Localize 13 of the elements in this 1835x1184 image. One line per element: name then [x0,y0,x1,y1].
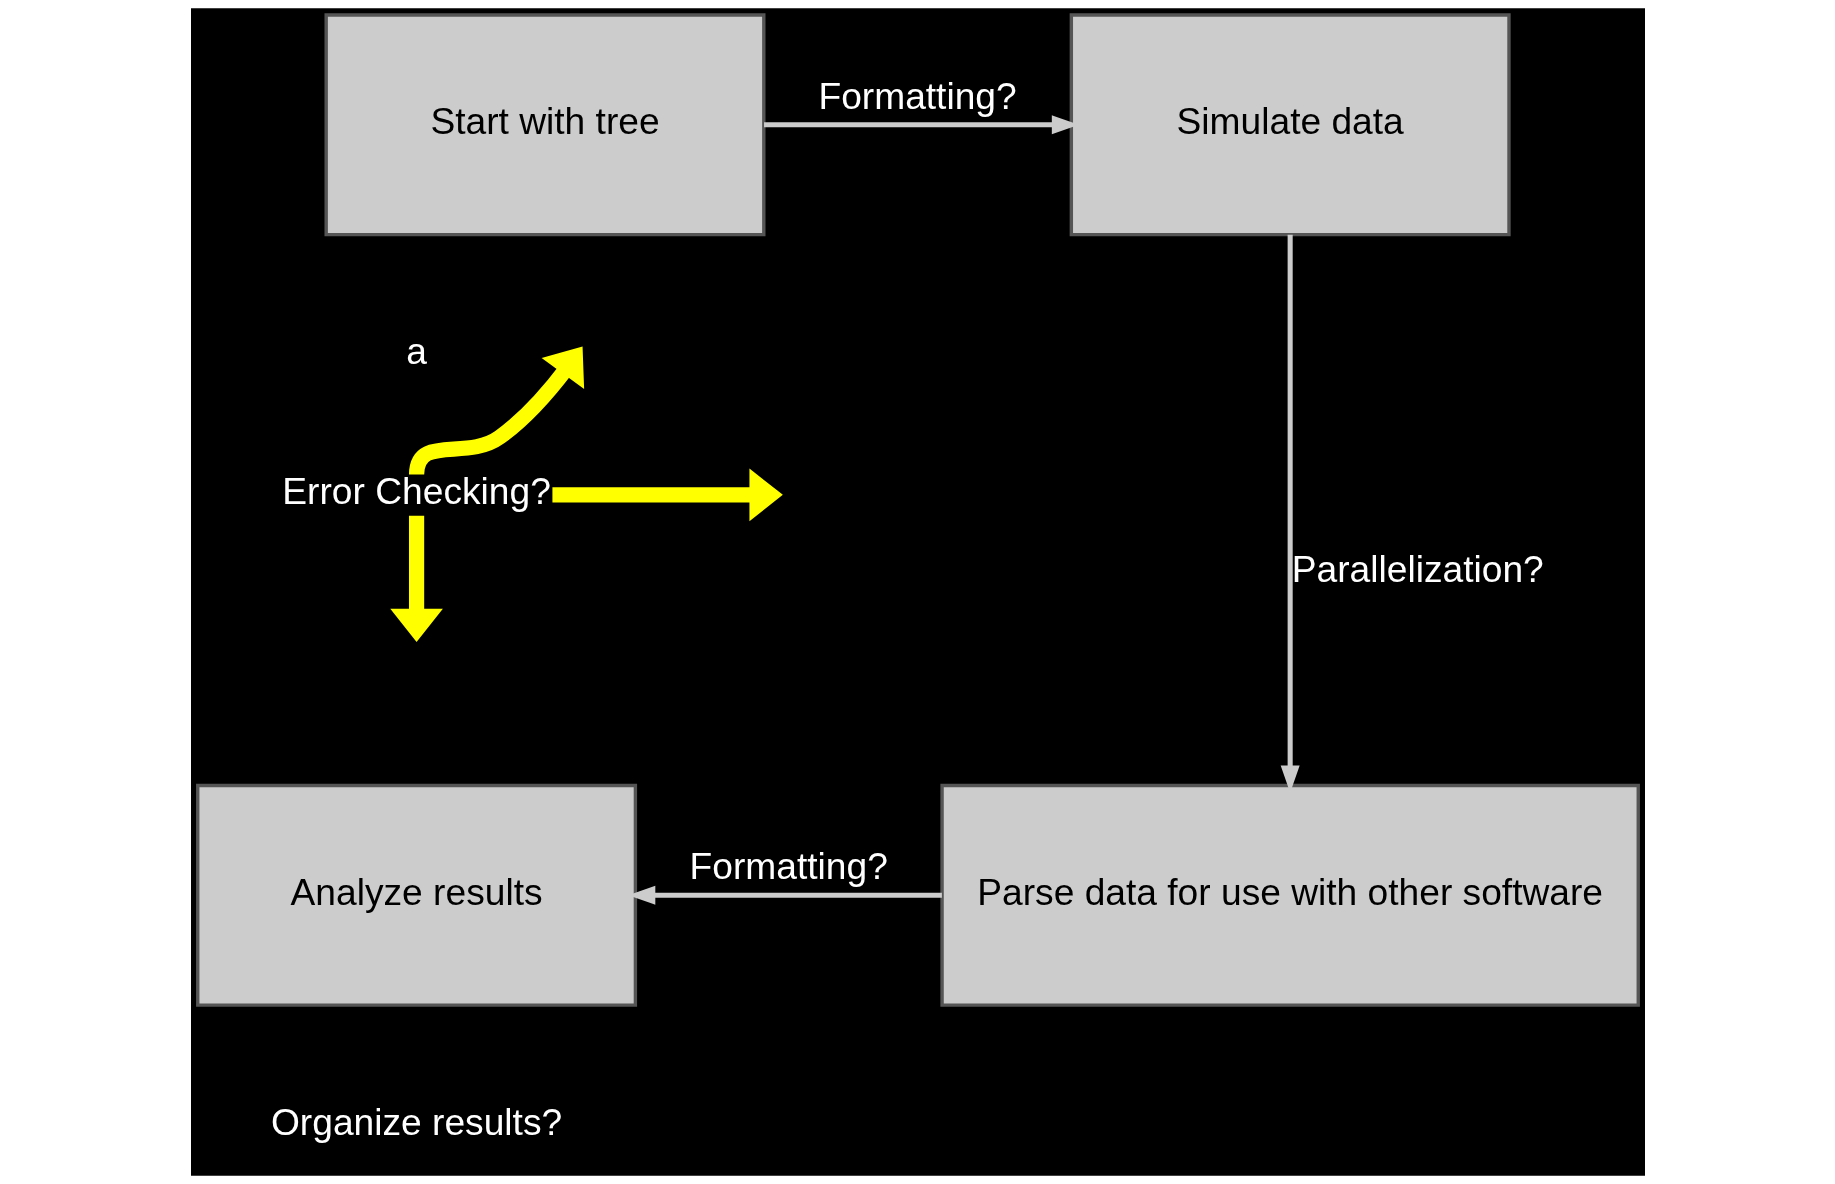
edge-label: Formatting? [817,74,1017,117]
node-box: Analyze results [195,783,637,1007]
node-box: Parse data for use with other software [939,783,1640,1007]
node-box: Start with tree [324,13,765,237]
edge-label: Parallelization? [1291,548,1544,591]
node-box: Simulate data [1069,13,1511,237]
label: a [405,330,427,373]
node-text: Error Checking? [281,470,551,513]
arrow [551,468,783,522]
arrow [408,346,584,476]
edge-label: Formatting? [689,845,888,888]
arrow [389,515,443,643]
node-label: Organize results? [270,1100,562,1143]
